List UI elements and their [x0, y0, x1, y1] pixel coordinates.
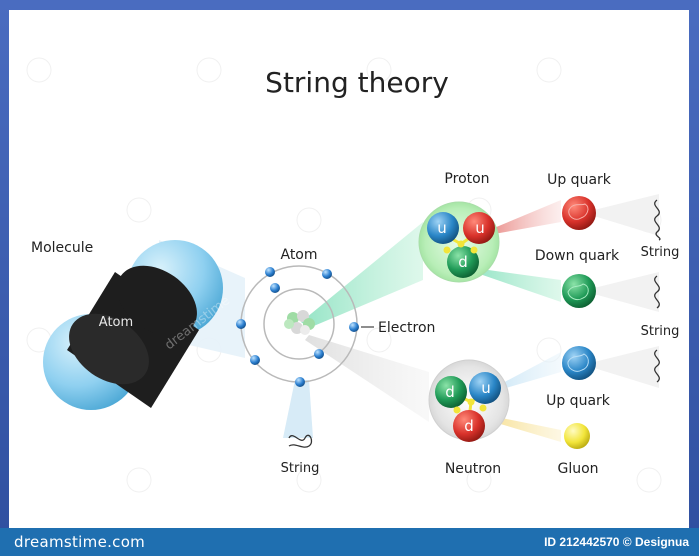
- atom-label: Atom: [280, 247, 317, 263]
- neutron-to-upquark-beam: [499, 352, 561, 390]
- up-quark-1-label: Up quark: [547, 172, 612, 188]
- proton-quark-2: u: [475, 219, 485, 237]
- diagram-title: String theory: [265, 66, 449, 99]
- proton-quark-1: u: [437, 219, 447, 237]
- string-label-1: String: [641, 245, 680, 260]
- gluon: [564, 423, 590, 449]
- proton-to-upquark-beam: [494, 200, 561, 234]
- diagram-canvas: String theory Atom Molecule: [9, 10, 689, 528]
- atom-string-label: String: [281, 461, 320, 476]
- electron: [322, 269, 332, 279]
- electron-to-string-beam: [283, 380, 313, 438]
- neutron-label: Neutron: [445, 461, 501, 477]
- electron: [236, 319, 246, 329]
- upquark2-string-beam: [594, 346, 659, 388]
- atom: [240, 265, 358, 383]
- atom-nucleus: [284, 310, 315, 335]
- gluon-label: Gluon: [557, 461, 598, 477]
- string-squiggle-3: [654, 349, 660, 383]
- electron: [349, 322, 359, 332]
- proton: u u d: [418, 201, 500, 283]
- footer-credit: ID 212442570 © Designua: [544, 535, 689, 549]
- string-label-2: String: [641, 324, 680, 339]
- electron: [265, 267, 275, 277]
- electron: [314, 349, 324, 359]
- upquark-string-beam: [594, 194, 659, 236]
- molecule: Atom: [43, 240, 223, 410]
- up-quark-1: [562, 196, 596, 230]
- string-squiggle-1: [654, 199, 661, 241]
- proton-label: Proton: [444, 171, 489, 187]
- down-quark-label: Down quark: [535, 248, 620, 264]
- electrons: [236, 267, 359, 387]
- electron: [250, 355, 260, 365]
- neutron-quark-2: u: [481, 379, 491, 397]
- nucleus-to-neutron-beam: [305, 335, 429, 422]
- molecule-label: Molecule: [31, 240, 93, 256]
- proton-to-downquark-beam: [474, 268, 561, 302]
- neutron-quark-3: d: [464, 417, 474, 435]
- string-theory-diagram: String theory Atom Molecule: [26, 57, 680, 493]
- neutron-to-gluon-beam: [487, 415, 561, 442]
- proton-quark-3: d: [458, 253, 468, 271]
- electron-label: Electron: [378, 320, 435, 336]
- footer-bar: dreamstime.com ID 212442570 © Designua: [0, 528, 699, 556]
- electron: [295, 377, 305, 387]
- footer-brand[interactable]: dreamstime.com: [14, 533, 146, 551]
- atom-string-squiggle: [288, 434, 313, 448]
- string-squiggle-2: [654, 275, 660, 309]
- electron: [270, 283, 280, 293]
- neutron-quark-1: d: [445, 383, 455, 401]
- neutron: d u d: [428, 359, 510, 442]
- down-quark: [562, 274, 596, 308]
- molecule-atom-label: Atom: [99, 315, 133, 330]
- up-quark-2-label: Up quark: [546, 393, 611, 409]
- up-quark-2: [562, 346, 596, 380]
- downquark-string-beam: [594, 272, 659, 312]
- nucleus-to-proton-beam: [301, 222, 423, 328]
